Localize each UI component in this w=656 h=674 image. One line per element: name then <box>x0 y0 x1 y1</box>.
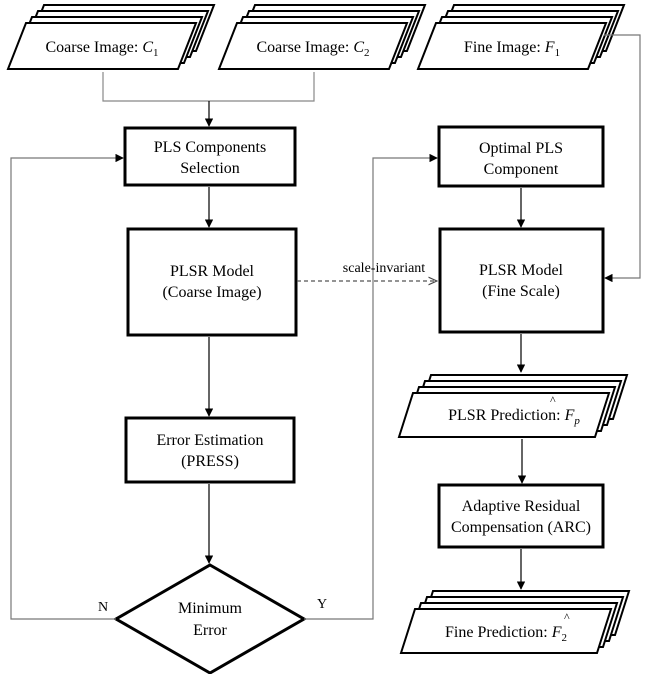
pls-components-selection-box: PLS Components Selection <box>123 126 297 187</box>
plsr-fine-line2: (Fine Scale) <box>482 283 560 300</box>
coarse-image-c1-stack: Coarse Image: C1 <box>6 4 216 70</box>
fine-image-f1-label: Fine Image: F1 <box>464 39 560 59</box>
decision-line1: Minimum <box>178 600 243 617</box>
plsr-coarse-line2: (Coarse Image) <box>162 284 261 301</box>
arc-box: Adaptive Residual Compensation (ARC) <box>437 483 605 549</box>
plsr-prediction-label: PLSR Prediction: Fp <box>448 407 580 427</box>
no-label: N <box>98 600 108 615</box>
error-est-line2: (PRESS) <box>181 453 239 470</box>
fine-prediction-hat: ^ <box>564 610 570 624</box>
optimal-pls-line2: Component <box>484 161 559 178</box>
error-est-line1: Error Estimation <box>156 432 263 449</box>
fine-prediction-label: Fine Prediction: F2 <box>445 624 567 644</box>
plsr-coarse-line1: PLSR Model <box>170 263 255 280</box>
no-loop-connector <box>10 153 124 620</box>
coarse-image-c2-label: Coarse Image: C2 <box>256 39 369 59</box>
arc-line1: Adaptive Residual <box>462 498 581 515</box>
pls-selection-line1: PLS Components <box>154 139 266 156</box>
plsr-model-coarse-box: PLSR Model (Coarse Image) <box>126 227 298 337</box>
optimal-pls-line1: Optimal PLS <box>479 140 563 157</box>
coarse-image-c1-label: Coarse Image: C1 <box>45 39 158 59</box>
fine-image-connector <box>604 34 641 283</box>
minimum-error-decision: Minimum Error <box>112 563 308 674</box>
scale-invariant-label: scale-invariant <box>343 261 426 276</box>
fine-prediction-stack: Fine Prediction: F2 ^ <box>399 590 631 654</box>
optimal-pls-component-box: Optimal PLS Component <box>437 125 605 188</box>
plsr-prediction-stack: PLSR Prediction: Fp ^ <box>397 374 629 438</box>
arc-line2: Compensation (ARC) <box>451 519 591 536</box>
plsr-prediction-hat: ^ <box>550 393 556 407</box>
plsr-fine-line1: PLSR Model <box>479 262 564 279</box>
pls-selection-line2: Selection <box>180 160 240 177</box>
decision-line2: Error <box>193 622 227 639</box>
yes-connector <box>304 153 438 620</box>
plsr-model-fine-box: PLSR Model (Fine Scale) <box>438 227 605 334</box>
yes-label: Y <box>317 597 327 612</box>
error-estimation-box: Error Estimation (PRESS) <box>124 416 296 484</box>
fine-image-f1-stack: Fine Image: F1 <box>416 4 626 70</box>
coarse-merge-connector <box>102 72 315 102</box>
coarse-image-c2-stack: Coarse Image: C2 <box>217 4 427 70</box>
